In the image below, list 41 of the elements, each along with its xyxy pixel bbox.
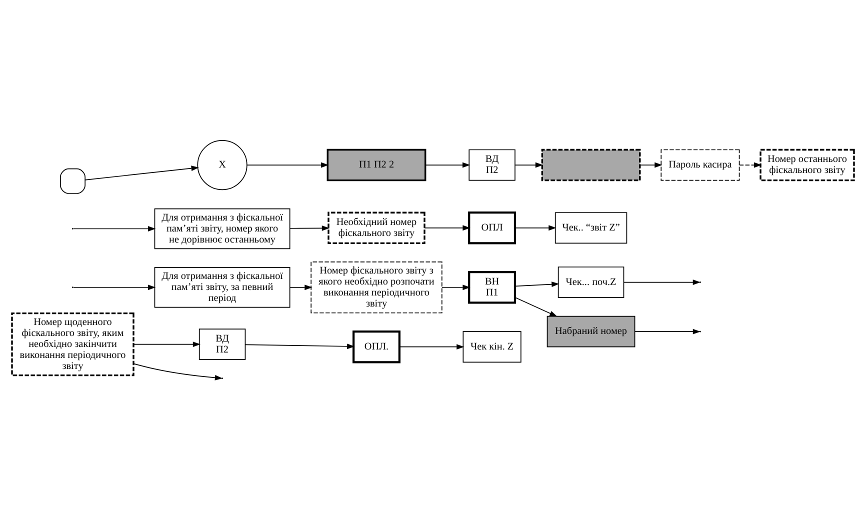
arrow — [514, 162, 544, 168]
node-box: Необхідний номер фіскального звіту — [328, 212, 426, 244]
arrow — [738, 162, 762, 168]
arrow — [244, 344, 355, 350]
node-box: ВД П2 — [468, 149, 516, 181]
arrow — [73, 284, 156, 290]
arrow — [514, 282, 560, 287]
arrow — [399, 344, 464, 350]
node-box: П1 П2 2 — [326, 148, 426, 182]
node-box: Чек... поч.Z — [558, 266, 624, 298]
node-box: Для отримання з фіскальної пам’яті звіту, номер якого не дорівнює останньому — [154, 208, 290, 250]
arrow — [442, 284, 470, 290]
arrow — [514, 297, 558, 317]
node-box: Чек кін. Z — [462, 331, 522, 363]
node-box — [541, 148, 641, 182]
arrow — [133, 363, 223, 380]
node-box: ОПЛ — [468, 212, 516, 244]
arrow — [425, 162, 470, 168]
arrow — [290, 284, 312, 290]
node-box: ВД П2 — [198, 328, 246, 360]
node-box: ВН П1 — [468, 271, 516, 304]
node-box: Пароль касира — [660, 149, 740, 181]
arrow — [623, 280, 701, 285]
node-circle: X — [197, 140, 248, 190]
node-box: ОПЛ. — [352, 330, 400, 364]
arrow — [246, 162, 329, 168]
node-box: Номер останнього фіскального звіту — [760, 148, 855, 182]
arrow — [133, 342, 201, 347]
arrow — [424, 225, 470, 231]
node-box: Номер щоденного фіскального звіту, яким необхідно закінчити виконання періодичного звіту — [11, 312, 134, 376]
node-box: Набраний номер — [546, 316, 636, 348]
node-box: Чек.. “звіт Z” — [554, 212, 628, 244]
node-box: Для отримання з фіскальної пам’яті звіту, за певний період — [154, 267, 290, 308]
arrow — [640, 162, 662, 168]
arrow — [290, 226, 330, 231]
node-box: Номер фіскального звіту з якого необхідно розпочати виконання періодичного звіту — [310, 261, 442, 314]
arrow — [514, 225, 556, 231]
arrow — [634, 328, 701, 334]
node-picture — [60, 168, 86, 194]
arrow — [73, 226, 156, 232]
arrow — [84, 166, 199, 180]
